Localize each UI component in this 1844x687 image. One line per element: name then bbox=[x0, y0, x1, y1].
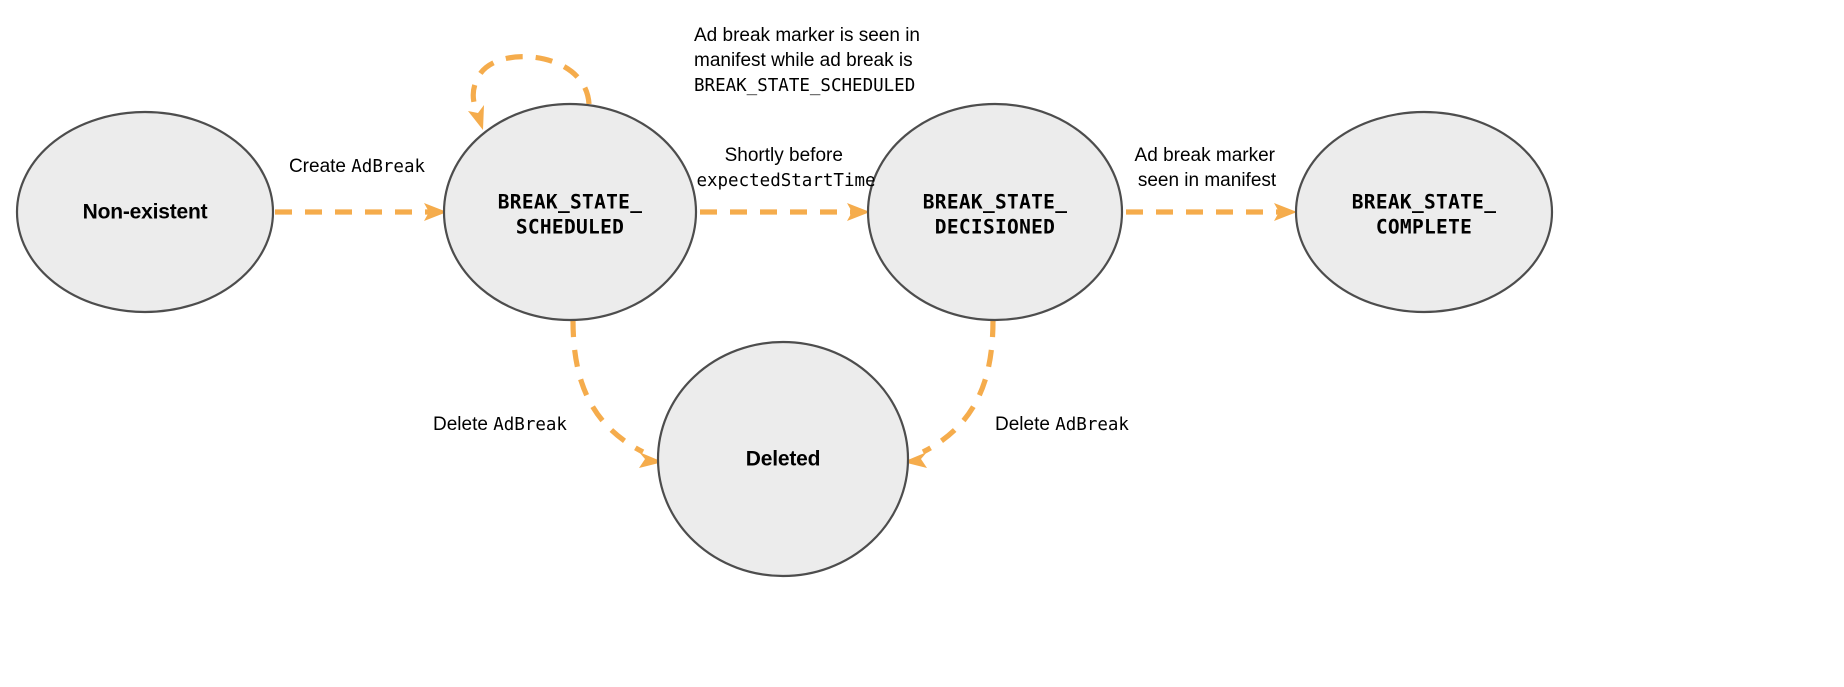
edge-self-loop-scheduled-arrowhead bbox=[468, 105, 484, 130]
node-break-state-complete-label-line1: BREAK_STATE_ bbox=[1352, 191, 1496, 214]
node-non-existent-shape bbox=[15, 110, 275, 314]
edge-label-self-loop-scheduled: Ad break marker is seen in manifest whil… bbox=[694, 25, 924, 96]
edge-label-delete-right-seg2: AdBreak bbox=[1055, 415, 1129, 435]
edge-label-marker-seen-line2: seen in manifest bbox=[1138, 170, 1277, 191]
node-break-state-scheduled[interactable]: BREAK_STATE_ SCHEDULED bbox=[442, 102, 698, 322]
edge-create-adbreak-arrowhead bbox=[424, 203, 447, 221]
edge-label-shortly-before-line2: expectedStartTime bbox=[696, 171, 875, 191]
node-break-state-decisioned-shape bbox=[866, 102, 1124, 322]
edge-decisioned-to-complete-arrowhead bbox=[1274, 203, 1297, 221]
edge-self-loop-scheduled[interactable] bbox=[468, 54, 592, 130]
edge-label-scheduled-to-decisioned: Shortly before expectedStartTime bbox=[696, 145, 875, 191]
node-deleted[interactable]: Deleted bbox=[656, 340, 910, 578]
edge-create-adbreak[interactable] bbox=[275, 203, 447, 221]
node-non-existent-label: Non-existent bbox=[83, 201, 208, 224]
node-break-state-decisioned-label-line1: BREAK_STATE_ bbox=[923, 191, 1067, 214]
edge-label-create-adbreak-seg2: AdBreak bbox=[351, 157, 425, 177]
edge-decisioned-to-deleted[interactable] bbox=[903, 319, 996, 468]
edge-label-shortly-before-line1: Shortly before bbox=[725, 145, 843, 166]
edge-label-decisioned-to-deleted: Delete AdBreak bbox=[995, 414, 1129, 435]
edge-decisioned-to-deleted-line bbox=[921, 319, 996, 455]
edge-decisioned-to-deleted-arrowhead bbox=[903, 452, 927, 468]
edges-layer bbox=[275, 54, 1297, 468]
edge-label-scheduled-to-deleted: Delete AdBreak bbox=[433, 414, 567, 435]
edge-label-delete-right-seg1: Delete bbox=[995, 414, 1055, 435]
node-break-state-scheduled-shape bbox=[442, 102, 698, 322]
node-break-state-decisioned-label-line2: DECISIONED bbox=[935, 216, 1055, 239]
edge-label-delete-left-seg1: Delete bbox=[433, 414, 493, 435]
edge-label-marker-seen-line1: Ad break marker bbox=[1135, 145, 1276, 166]
node-break-state-decisioned[interactable]: BREAK_STATE_ DECISIONED bbox=[866, 102, 1124, 322]
node-break-state-scheduled-label-line2: SCHEDULED bbox=[516, 216, 624, 239]
node-deleted-shape bbox=[656, 340, 910, 578]
edge-label-decisioned-to-complete: Ad break marker seen in manifest bbox=[1135, 145, 1280, 191]
node-break-state-complete-label-line2: COMPLETE bbox=[1376, 216, 1472, 239]
edge-scheduled-to-deleted[interactable] bbox=[570, 319, 663, 468]
edge-self-loop-scheduled-line bbox=[470, 54, 592, 113]
edge-scheduled-to-deleted-arrowhead bbox=[639, 452, 663, 468]
node-break-state-complete[interactable]: BREAK_STATE_ COMPLETE bbox=[1294, 110, 1554, 314]
edge-decisioned-to-complete[interactable] bbox=[1126, 203, 1297, 221]
node-break-state-complete-shape bbox=[1294, 110, 1554, 314]
edge-label-create-adbreak: Create AdBreak bbox=[289, 156, 426, 177]
edge-label-delete-left-seg2: AdBreak bbox=[493, 415, 567, 435]
edge-scheduled-to-decisioned[interactable] bbox=[700, 203, 870, 221]
node-non-existent[interactable]: Non-existent bbox=[15, 110, 275, 314]
edge-scheduled-to-decisioned-arrowhead bbox=[847, 203, 870, 221]
edge-label-self-loop-line3: BREAK_STATE_SCHEDULED bbox=[694, 76, 915, 96]
nodes-layer: Non-existent BREAK_STATE_ SCHEDULED BREA… bbox=[15, 102, 1554, 578]
edge-label-create-adbreak-seg1: Create bbox=[289, 156, 351, 177]
node-break-state-scheduled-label-line1: BREAK_STATE_ bbox=[498, 191, 642, 214]
edge-label-self-loop-line2: manifest while ad break is bbox=[694, 50, 913, 71]
edge-labels-layer: Create AdBreak Ad break marker is seen i… bbox=[289, 25, 1280, 435]
edge-label-self-loop-line1: Ad break marker is seen in bbox=[694, 25, 920, 46]
node-deleted-label: Deleted bbox=[746, 448, 820, 471]
edge-scheduled-to-deleted-line bbox=[570, 319, 645, 455]
